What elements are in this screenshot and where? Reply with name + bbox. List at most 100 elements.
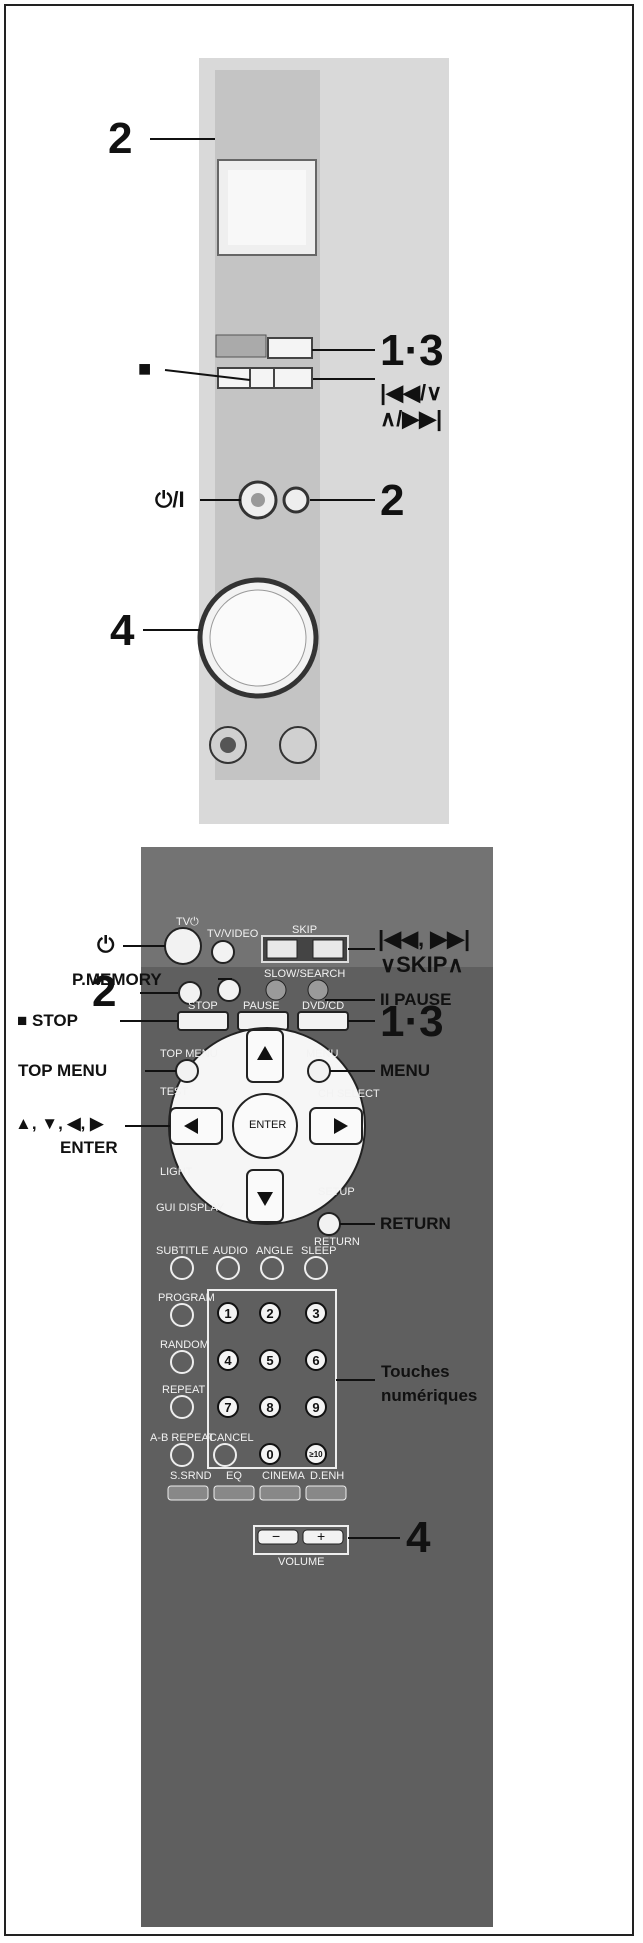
remote-digit-8-button[interactable]: 8 (259, 1396, 281, 1418)
remote-key-minus: − (272, 1528, 281, 1544)
remote-callout-stop: ■ STOP (17, 1011, 78, 1030)
remote-key-menu: MENU (306, 1048, 339, 1060)
remote-callout-volume: 4 (406, 1513, 431, 1562)
remote-key-eq: EQ (226, 1470, 242, 1482)
remote-stop-button (177, 1011, 229, 1031)
remote-pmemory-button (217, 978, 241, 1002)
remote-volume-box (253, 1525, 349, 1555)
remote-key-ch-select: CH SELECT (318, 1088, 380, 1100)
remote-key-top-menu: TOP MENU (160, 1048, 218, 1060)
remote-key-angle: ANGLE (256, 1245, 294, 1257)
remote-repeat-button (170, 1395, 194, 1419)
remote-search-back-button (265, 979, 287, 1001)
remote-callout-numeric-line1: Touches (381, 1362, 450, 1381)
remote-program-button (170, 1303, 194, 1327)
remote-key-setup: SETUP (318, 1186, 355, 1198)
remote-digit-3-button[interactable]: 3 (305, 1302, 327, 1324)
remote-tv-video-button (211, 940, 235, 964)
remote-digit-1-button[interactable]: 1 (217, 1302, 239, 1324)
unit-callout-play: 1·3 (380, 326, 444, 375)
remote-callout-pmemory: P.MEMORY (72, 970, 162, 989)
remote-key-cinema: CINEMA (262, 1470, 305, 1482)
remote-volume-down-button (257, 1529, 299, 1545)
remote-key-test: TEST (160, 1086, 189, 1098)
remote-enter-button (232, 1093, 298, 1159)
unit-input-button (215, 334, 267, 358)
remote-key-audio: AUDIO (213, 1245, 248, 1257)
remote-sleep-button (304, 1256, 328, 1280)
unit-callout-skip-line1: |◀◀/∨ (380, 380, 443, 405)
remote-key-tv-power: TV⏻ (176, 916, 199, 928)
remote-key-stop: STOP (188, 1000, 218, 1012)
remote-random-button (170, 1350, 194, 1374)
page-frame (4, 4, 634, 1936)
remote-volume-up-button (302, 1529, 344, 1545)
remote-denh-button (305, 1485, 347, 1501)
remote-key-dvd-cd: DVD/CD (302, 1000, 345, 1012)
remote-callout-pause: II PAUSE (380, 990, 452, 1009)
remote-key-skip: SKIP (292, 924, 318, 936)
remote-digit-6-button[interactable]: 6 (305, 1349, 327, 1371)
remote-digit-2-button[interactable]: 2 (259, 1302, 281, 1324)
remote-search-fwd-button (307, 979, 329, 1001)
remote-ssrnd-button (167, 1485, 209, 1501)
unit-callout-open-close: 2 (380, 476, 405, 525)
remote-key-gui-display: GUI DISPLAY (156, 1202, 225, 1214)
unit-aux-jack (279, 726, 317, 764)
remote-key-slow-search: SLOW/SEARCH (264, 968, 346, 980)
remote-top-menu-button (175, 1059, 199, 1083)
remote-key-ab-repeat: A-B REPEAT (150, 1432, 215, 1444)
unit-callout-power: ⏻/I (155, 487, 185, 512)
remote-angle-button (260, 1256, 284, 1280)
remote-key-ssrnd: S.SRND (170, 1470, 212, 1482)
remote-key-repeat: REPEAT (162, 1384, 206, 1396)
remote-key-program: PROGRAM (158, 1292, 215, 1304)
unit-open-close-button (282, 486, 310, 514)
remote-key-return: RETURN (314, 1236, 360, 1248)
remote-callout-menu: MENU (380, 1061, 431, 1080)
remote-digit-4-button[interactable]: 4 (217, 1349, 239, 1371)
remote-key-light: LIGHT (160, 1166, 193, 1178)
remote-callout-skip-line1: |◀◀, ▶▶| (378, 926, 471, 951)
remote-callout-return: RETURN (380, 1214, 451, 1233)
remote-key-volume: VOLUME (278, 1556, 325, 1568)
remote-audio-button (216, 1256, 240, 1280)
remote-digit-11-button[interactable]: ≥10 (305, 1443, 327, 1465)
remote-digit-7-button[interactable]: 7 (217, 1396, 239, 1418)
remote-callout-arrows: ▲, ▼, ◀, ▶ (15, 1114, 104, 1133)
remote-key-tv-video: TV/VIDEO (207, 928, 259, 940)
remote-subtitle-button (170, 1256, 194, 1280)
remote-open-close-button (178, 981, 202, 1005)
remote-callout-skip-line2: ∨SKIP∧ (380, 952, 464, 977)
remote-callout-open-close: 2 (92, 967, 117, 1016)
remote-key-denh: D.ENH (310, 1470, 345, 1482)
remote-menu-button (307, 1059, 331, 1083)
remote-key-cancel: CANCEL (209, 1432, 254, 1444)
remote-cancel-button (213, 1443, 237, 1467)
remote-cinema-button (259, 1485, 301, 1501)
unit-skip-fwd-button (273, 367, 313, 389)
remote-digit-5-button[interactable]: 5 (259, 1349, 281, 1371)
unit-callout-stop: ■ (138, 356, 152, 381)
remote-skip-fwd-button (312, 939, 344, 959)
remote-digit-9-button[interactable]: 9 (305, 1396, 327, 1418)
remote-callout-play: 1·3 (380, 997, 444, 1046)
remote-key-random: RANDOM (160, 1339, 209, 1351)
remote-key-sleep: SLEEP (301, 1245, 337, 1257)
remote-return-button (317, 1212, 341, 1236)
remote-callout-numeric-line2: numériques (381, 1386, 478, 1405)
remote-ab-repeat-button (170, 1443, 194, 1467)
remote-key-plus: + (317, 1528, 326, 1544)
remote-power-button (164, 927, 202, 965)
remote-play-button (297, 1011, 349, 1031)
remote-key-enter: ENTER (249, 1119, 287, 1131)
unit-callout-skip-line2: ∧/▶▶| (380, 406, 443, 431)
unit-callout-volume: 4 (110, 606, 135, 655)
remote-key-pause: PAUSE (243, 1000, 280, 1012)
remote-digit-10-button[interactable]: 0 (259, 1443, 281, 1465)
remote-eq-button (213, 1485, 255, 1501)
remote-callout-top-menu: TOP MENU (18, 1061, 108, 1080)
remote-callout-enter: ENTER (60, 1138, 118, 1157)
